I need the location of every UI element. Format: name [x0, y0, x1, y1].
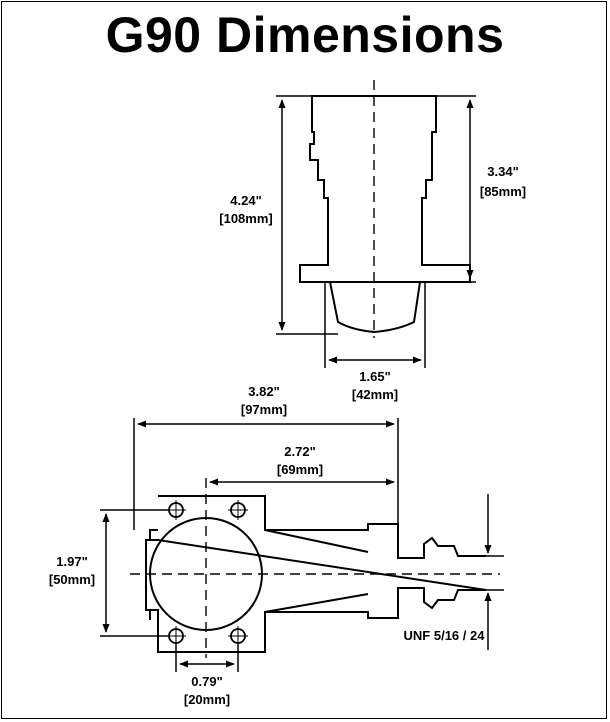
page-title: G90 Dimensions	[105, 7, 505, 63]
width-mm: [42mm]	[352, 387, 398, 402]
span-dimension	[100, 509, 168, 637]
hole-inches: 0.79"	[191, 674, 222, 689]
engine-outline	[299, 95, 471, 283]
width-inches: 1.65"	[359, 369, 390, 384]
crankcase-outline	[145, 495, 487, 653]
hole-dimension	[175, 644, 239, 672]
height-mm: [108mm]	[219, 211, 272, 226]
body-dimension	[436, 95, 476, 283]
thread-label: UNF 5/16 / 24	[404, 628, 486, 643]
mounting-holes	[166, 500, 248, 646]
height-inches: 4.24"	[230, 193, 261, 208]
hole-mm: [20mm]	[184, 692, 230, 707]
mount-inches: 2.72"	[284, 444, 315, 459]
length-mm: [97mm]	[241, 402, 287, 417]
body-inches: 3.34"	[487, 164, 518, 179]
width-dimension	[324, 282, 426, 368]
body-mm: [85mm]	[480, 184, 526, 199]
length-inches: 3.82"	[248, 384, 279, 399]
height-dimension	[276, 95, 338, 335]
span-inches: 1.97"	[56, 554, 87, 569]
crankcase-bottom	[329, 281, 421, 334]
span-mm: [50mm]	[49, 572, 95, 587]
mount-mm: [69mm]	[277, 462, 323, 477]
front-view	[299, 95, 471, 334]
length-dimension	[133, 418, 399, 530]
thread-dimension	[484, 494, 504, 650]
